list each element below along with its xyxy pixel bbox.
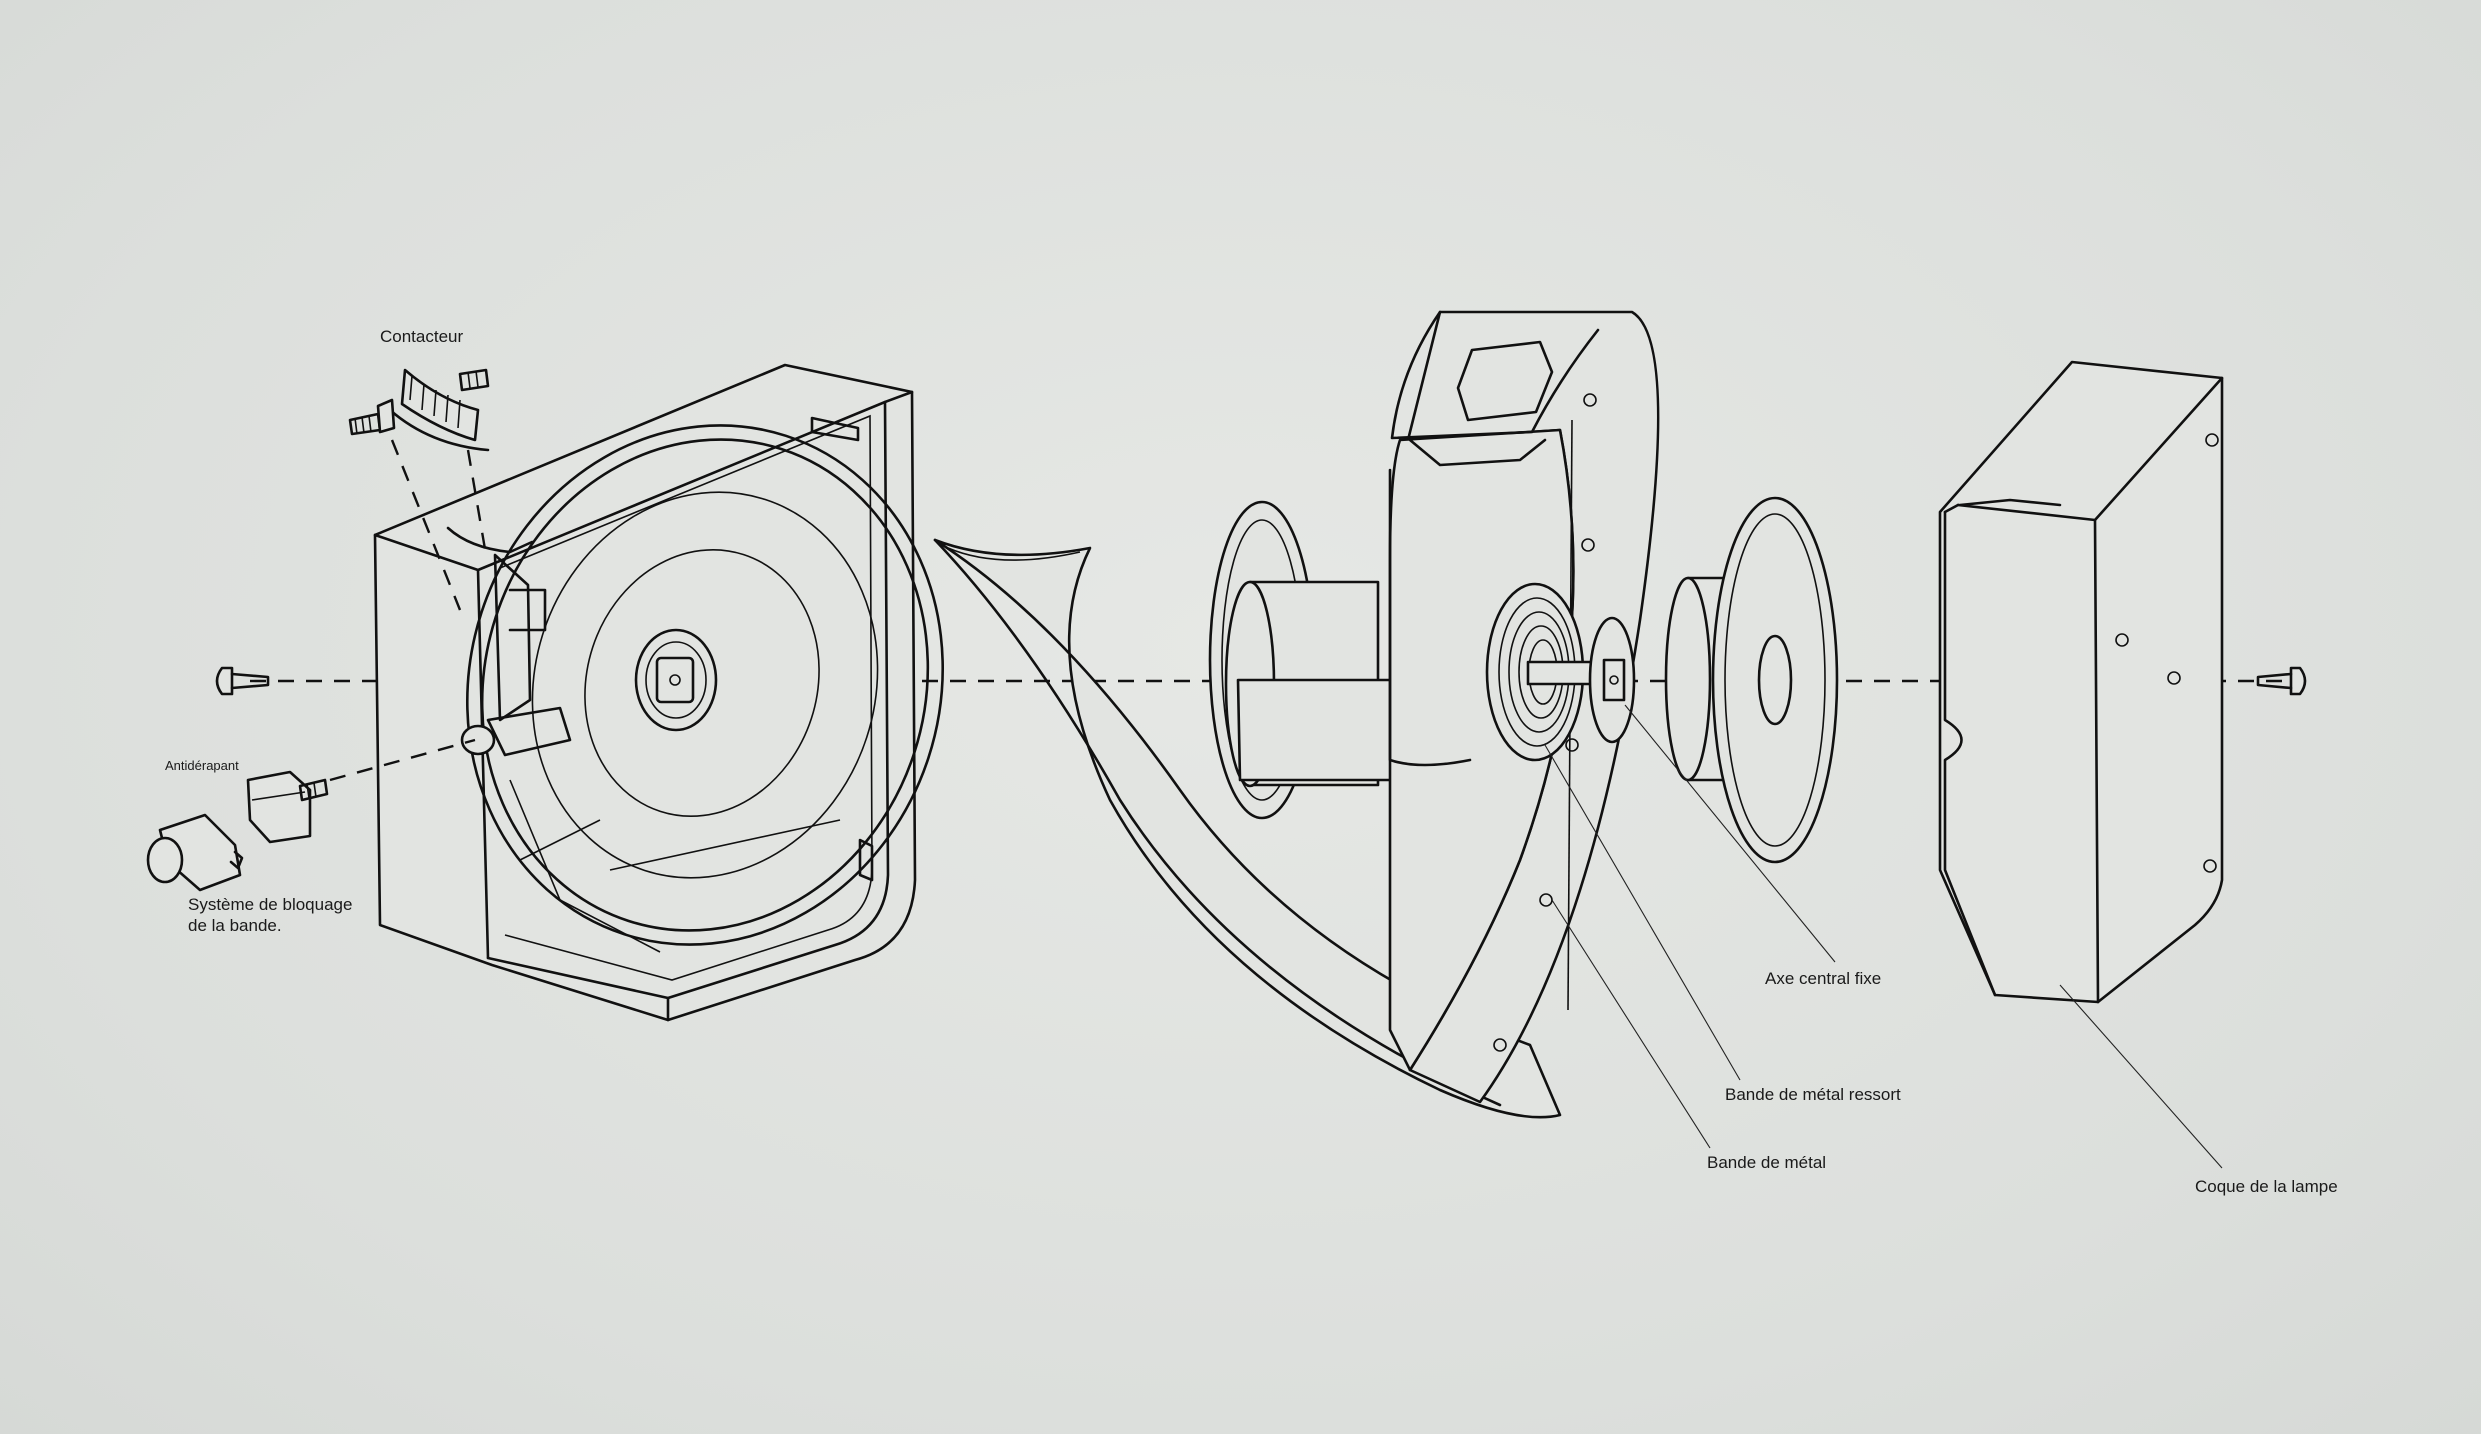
label-systeme-bloquage: Système de bloquage de la bande. [188, 894, 352, 937]
metal-band-ribbon [933, 538, 1562, 1119]
contacteur-part [348, 368, 490, 452]
housing-body [373, 363, 945, 1022]
leader-coque [2059, 984, 2223, 1169]
label-coque: Coque de la lampe [2195, 1177, 2338, 1196]
label-systeme-line2: de la bande. [188, 916, 282, 936]
antiderapant-guide [329, 738, 476, 782]
label-bande-metal: Bande de métal [1707, 1153, 1827, 1172]
spool-assembly [1208, 310, 1660, 1104]
blocking-system-part [146, 813, 244, 892]
right-screw [2256, 666, 2307, 696]
label-antiderapant: Antidérapant [165, 758, 239, 773]
label-systeme-line1: Système de bloquage [188, 895, 353, 914]
right-flange [1664, 496, 1839, 864]
lamp-shell [1938, 360, 2224, 1004]
leader-bande-metal [1551, 899, 1711, 1149]
antiderapant-part [246, 770, 329, 844]
leader-bande-ressort [1544, 744, 1741, 1081]
left-screw [215, 666, 270, 696]
leader-axe-central [1624, 704, 1836, 963]
contacteur-guide-2 [466, 449, 488, 556]
contacteur-guide-1 [390, 439, 462, 611]
label-bande-ressort: Bande de métal ressort [1725, 1085, 1901, 1104]
label-axe-central: Axe central fixe [1765, 969, 1882, 988]
label-contacteur: Contacteur [380, 327, 464, 346]
